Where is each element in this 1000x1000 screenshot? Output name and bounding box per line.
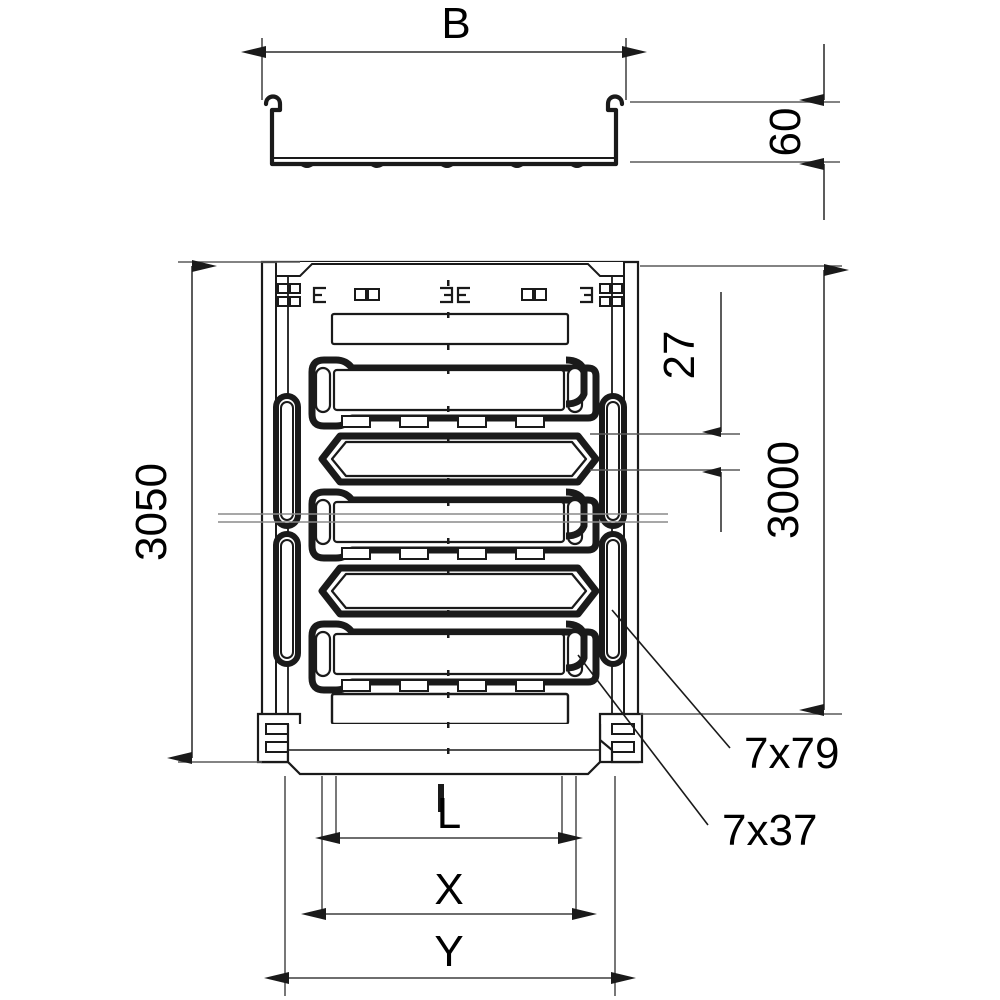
bottom-extension-lines [284,776,616,996]
cross-section-view: 60 B [241,0,840,220]
bottom-splice-plate [330,692,570,726]
centerline-tick [438,784,444,812]
dimension-label-b: B [441,0,470,48]
dimension-X: X [301,865,597,920]
rung-small-holes-3 [341,679,545,692]
dimension-3050: 3050 [127,260,300,764]
top-row-bracket-tabs [312,286,594,304]
tray-profile-outline [263,94,625,168]
dimension-label-3000: 3000 [759,441,808,539]
plan-view [256,260,644,812]
rung-small-holes-1 [341,415,545,428]
dimension-3000: 3000 [640,264,849,716]
rung-rounded-2 [308,488,600,562]
horizontal-centerline [218,513,668,523]
end-plate-holes-top [277,283,623,307]
callout-label-7x37: 7x37 [722,806,817,855]
dimension-label-27: 27 [655,331,704,380]
dimension-label-Y: Y [434,927,463,976]
dimension-label-3050: 3050 [127,463,176,561]
leader-line-7x79 [611,609,731,749]
dimension-label-X: X [434,865,463,914]
dimension-Y: Y [264,927,636,984]
rung-hex-1 [318,432,600,486]
dimension-label-60: 60 [761,108,810,157]
bottom-pan-extension [286,724,602,812]
top-row-double-square-holes [354,288,547,301]
callout-label-7x79: 7x79 [744,729,839,778]
dimension-27: 27 [590,292,740,532]
callout-7x79: 7x79 [611,609,839,778]
rung-centerline-marks [447,280,450,754]
side-rail-long-slots [273,393,627,667]
dimension-label-L: L [437,789,461,838]
callout-7x37: 7x37 [577,654,817,855]
rung-rounded-1 [308,356,600,430]
top-splice-plate [330,312,570,346]
rung-rounded-3 [308,620,600,694]
rung-hex-2 [318,564,600,618]
dimension-L: L [315,789,583,844]
leader-line-7x37 [577,654,709,826]
rung-small-holes-2 [341,547,545,560]
